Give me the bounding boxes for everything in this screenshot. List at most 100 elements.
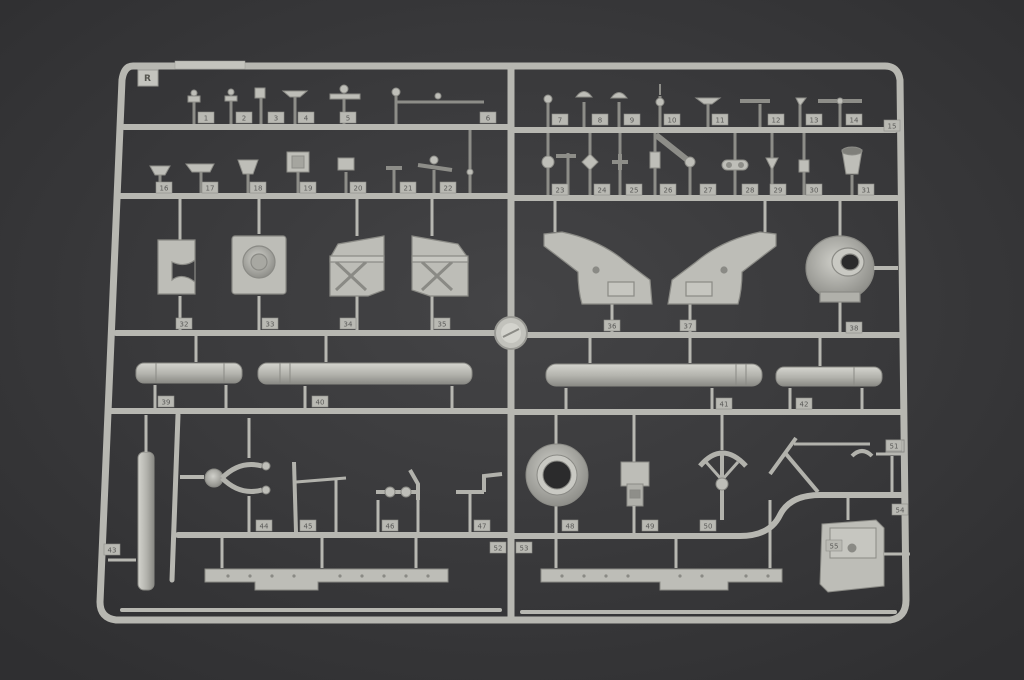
part-number-label: 27 — [704, 187, 713, 195]
part-21 — [386, 166, 402, 193]
part-number-tag: 27 — [699, 183, 717, 196]
part-number-tag: 54 — [891, 503, 909, 516]
part-number-label: 40 — [316, 399, 325, 407]
part-number-label: 53 — [520, 545, 529, 553]
part-14 — [818, 97, 862, 127]
part-number-label: 1 — [204, 115, 208, 123]
part-1 — [187, 89, 201, 124]
part-23 — [466, 130, 474, 193]
part-number-label: 12 — [772, 117, 781, 125]
part-number-label: 55 — [830, 543, 839, 551]
part-9 — [610, 92, 628, 127]
part-number-tag: 14 — [845, 113, 863, 126]
part-number-tag: 51 — [885, 439, 903, 452]
part-rail-right — [540, 568, 783, 591]
part-10 — [655, 84, 665, 127]
part-number-label: 30 — [810, 187, 819, 195]
part-number-tag: 30 — [805, 183, 823, 196]
part-number-label: 22 — [444, 185, 453, 193]
row-1-right-parts — [543, 84, 862, 127]
part-12 — [740, 99, 770, 127]
part-number-tag: 2 — [235, 111, 253, 124]
part-number-tag: 48 — [561, 519, 579, 532]
part-50 — [376, 469, 420, 532]
sprue-letter: R — [144, 74, 151, 84]
part-number-tag: 50 — [699, 519, 717, 532]
part-27 — [612, 133, 628, 195]
part-41 — [805, 235, 898, 303]
part-number-label: 10 — [668, 117, 677, 125]
part-number-tag: 45 — [299, 519, 317, 532]
part-6 — [391, 87, 484, 124]
part-number-label: 52 — [494, 545, 503, 553]
part-35 — [231, 235, 287, 295]
part-number-label: 3 — [274, 115, 278, 123]
part-30 — [721, 133, 749, 195]
part-rail-left — [204, 568, 449, 591]
part-number-label: 16 — [160, 185, 169, 193]
part-number-label: 31 — [862, 187, 871, 195]
part-number-label: 50 — [704, 523, 713, 531]
part-number-label: 48 — [566, 523, 575, 531]
part-number-label: 17 — [206, 185, 215, 193]
part-number-label: 25 — [630, 187, 639, 195]
part-number-label: 7 — [558, 117, 562, 125]
part-51 — [456, 472, 503, 532]
part-number-tag: 44 — [255, 519, 273, 532]
part-28 — [649, 133, 661, 195]
row-5-left-parts — [108, 415, 503, 591]
part-number-label: 37 — [684, 323, 693, 331]
part-22 — [417, 155, 453, 193]
part-number-label: 49 — [646, 523, 655, 531]
row-3-right-parts — [543, 201, 898, 332]
part-number-label: 4 — [304, 115, 309, 123]
part-number-label: 9 — [630, 117, 634, 125]
part-45 — [545, 363, 763, 387]
part-number-label: 43 — [108, 547, 117, 555]
part-number-label: 15 — [888, 123, 897, 131]
part-number-tag: 24 — [593, 183, 611, 196]
part-8 — [575, 91, 593, 127]
part-number-tag: 12 — [767, 113, 785, 126]
part-number-label: 24 — [598, 187, 607, 195]
part-number-label: 29 — [774, 187, 783, 195]
part-number-tag: 31 — [857, 183, 875, 196]
part-number-label: 8 — [598, 117, 602, 125]
part-number-tag: 23 — [551, 183, 569, 196]
part-number-tag: 13 — [805, 113, 823, 126]
part-number-tag: 32 — [175, 317, 193, 330]
part-number-label: 41 — [720, 401, 729, 409]
part-number-label: 23 — [556, 187, 565, 195]
part-number-tag: 28 — [741, 183, 759, 196]
part-number-tag: 18 — [249, 181, 267, 194]
sprue-hub — [494, 316, 528, 350]
part-55 — [768, 436, 906, 495]
part-number-tag: 5 — [339, 111, 357, 124]
part-number-tag: 25 — [625, 183, 643, 196]
part-number-label: 6 — [486, 115, 491, 123]
part-number-tag: 37 — [679, 319, 697, 332]
part-number-tag: 3 — [267, 111, 285, 124]
part-number-label: 35 — [438, 321, 447, 329]
part-number-tag: 21 — [399, 181, 417, 194]
part-number-label: 2 — [242, 115, 246, 123]
part-32 — [798, 133, 810, 195]
part-number-label: 32 — [180, 321, 189, 329]
part-number-label: 36 — [608, 323, 617, 331]
part-number-tag: 19 — [299, 181, 317, 194]
part-number-tag: 47 — [473, 519, 491, 532]
part-11 — [694, 97, 722, 127]
part-39 — [543, 231, 653, 305]
part-number-tag: 42 — [795, 397, 813, 410]
row-1-left-parts — [187, 84, 484, 124]
bottom-rails — [204, 500, 783, 591]
part-number-tag: 11 — [711, 113, 729, 126]
part-number-tag: 26 — [659, 183, 677, 196]
part-47 — [137, 415, 155, 591]
part-number-label: 47 — [478, 523, 487, 531]
part-number-tag: 40 — [311, 395, 329, 408]
part-18 — [237, 159, 259, 193]
part-number-tag: 29 — [769, 183, 787, 196]
row-2-left-parts — [149, 130, 474, 193]
